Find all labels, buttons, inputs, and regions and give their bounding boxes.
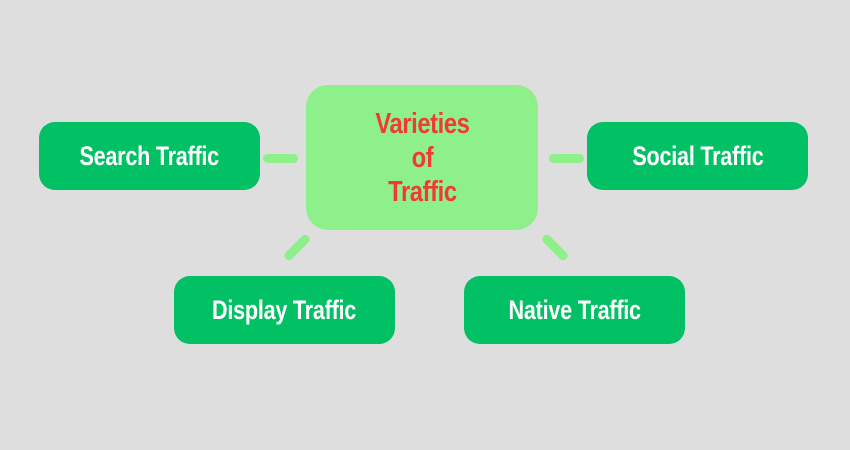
connector-search (263, 154, 298, 163)
node-display-traffic: Display Traffic (174, 276, 395, 344)
connector-native (540, 233, 570, 262)
node-social-traffic: Social Traffic (587, 122, 808, 190)
center-title: Varieties of Traffic (374, 107, 470, 208)
node-label: Social Traffic (631, 140, 764, 171)
connector-social (549, 154, 584, 163)
node-label: Display Traffic (212, 294, 357, 325)
node-label: Native Traffic (508, 294, 641, 325)
center-node: Varieties of Traffic (306, 85, 538, 230)
node-search-traffic: Search Traffic (39, 122, 260, 190)
connector-display (282, 233, 312, 262)
node-label: Search Traffic (79, 140, 220, 171)
node-native-traffic: Native Traffic (464, 276, 685, 344)
